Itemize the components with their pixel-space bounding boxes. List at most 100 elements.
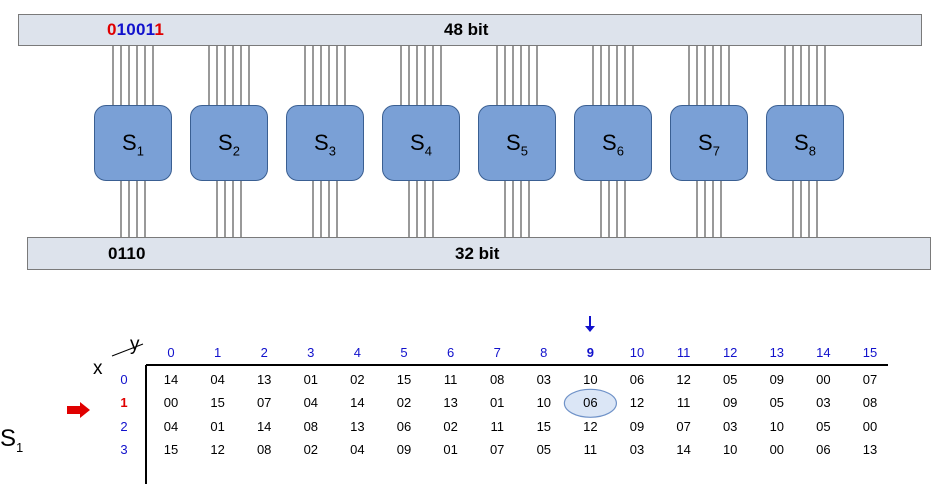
column-header: 4 [353, 345, 361, 360]
column-marker-arrow [585, 316, 595, 332]
bit-outer-last: 1 [154, 20, 164, 39]
table-cell: 15 [210, 395, 225, 411]
input-bus-48: 010011 48 bit [18, 14, 922, 46]
row-marker-arrow [67, 402, 90, 418]
table-cell: 08 [303, 418, 319, 434]
table-cell: 03 [816, 395, 831, 411]
table-cell: 08 [256, 441, 272, 457]
output-bus-32: 0110 32 bit [27, 237, 931, 270]
column-header: 5 [400, 345, 408, 360]
table-cell: 00 [862, 418, 878, 434]
bit-inner: 1001 [116, 20, 155, 39]
table-cell: 10 [583, 372, 598, 387]
column-header: 15 [862, 345, 878, 360]
table-graphics [67, 316, 888, 484]
selected-cell: 06 [583, 395, 598, 411]
table-cell: 11 [443, 372, 458, 387]
row-axis-label: x [93, 358, 103, 379]
table-cell: 09 [769, 372, 785, 387]
column-header: 7 [493, 345, 501, 360]
column-header: 11 [676, 345, 691, 360]
table-cell: 01 [489, 395, 505, 411]
sbox-2: S2 [190, 105, 268, 181]
table-cell: 00 [769, 441, 785, 457]
column-header: 8 [540, 345, 548, 360]
corner-diagonal [111, 343, 144, 357]
table-cell: 13 [443, 395, 458, 411]
table-cell: 11 [490, 418, 504, 434]
table-cell: 07 [489, 441, 505, 457]
bus-wires [112, 46, 826, 237]
table-cell: 09 [722, 395, 738, 411]
table-cell: 03 [629, 441, 645, 457]
table-cell: 15 [396, 372, 412, 387]
table-cell: 02 [350, 372, 365, 387]
table-cell: 08 [862, 395, 878, 411]
sbox-label: S5 [506, 130, 528, 159]
table-cell: 14 [676, 441, 691, 457]
table-cell: 09 [629, 418, 645, 434]
table-cell: 13 [350, 418, 365, 434]
table-cell: 02 [396, 395, 412, 411]
table-cell: 10 [769, 418, 785, 434]
sbox-7: S7 [670, 105, 748, 181]
table-cell: 07 [676, 418, 691, 434]
table-cell: 06 [816, 441, 831, 457]
column-header: 13 [769, 345, 785, 360]
column-header: 10 [629, 345, 645, 360]
table-cell: 10 [722, 441, 738, 457]
sbox-label: S3 [314, 130, 336, 159]
sbox-label: S8 [794, 130, 816, 159]
table-cell: 04 [303, 395, 319, 411]
sbox-label: S6 [602, 130, 624, 159]
sbox-6: S6 [574, 105, 652, 181]
table-cell: 11 [676, 395, 691, 411]
table-cell: 07 [256, 395, 272, 411]
input-bus-label: 48 bit [444, 20, 489, 39]
output-bits: 0110 [108, 244, 146, 263]
table-cell: 00 [816, 372, 831, 387]
table-cell: 01 [303, 372, 319, 387]
sbox-label: S4 [410, 130, 432, 159]
sbox-3: S3 [286, 105, 364, 181]
table-cell: 12 [676, 372, 691, 387]
table-title: S1 [0, 425, 24, 455]
table-cell: 02 [443, 418, 458, 434]
column-header: 2 [260, 345, 268, 360]
table-cell: 06 [396, 418, 412, 434]
column-header: 6 [446, 345, 455, 360]
table-cell: 14 [350, 395, 365, 411]
row-header: 1 [120, 395, 128, 411]
row-header: 2 [120, 418, 128, 434]
col-axis-label: y [130, 334, 140, 355]
table-cell: 04 [210, 372, 225, 387]
bit-outer-first: 0 [107, 20, 117, 39]
table-cell: 00 [163, 395, 179, 411]
column-header: 1 [213, 345, 222, 360]
table-cell: 10 [536, 395, 552, 411]
table-cell: 01 [210, 418, 225, 434]
table-cell: 01 [443, 441, 458, 457]
table-cell: 03 [722, 418, 738, 434]
table-cell: 14 [256, 418, 272, 434]
table-cell: 03 [536, 372, 552, 387]
sbox-1: S1 [94, 105, 172, 181]
table-cell: 04 [163, 418, 179, 434]
table-cell: 15 [536, 418, 552, 434]
sbox-label: S7 [698, 130, 720, 159]
column-header: 0 [167, 345, 175, 360]
input-bits: 010011 [107, 20, 164, 40]
column-header: 12 [722, 345, 738, 360]
table-cell: 05 [722, 372, 738, 387]
table-cell: 14 [163, 372, 179, 387]
sbox-label: S2 [218, 130, 240, 159]
table-cell: 04 [350, 441, 365, 457]
table-cell: 07 [862, 372, 878, 387]
table-cell: 12 [210, 441, 225, 457]
column-header: 9 [586, 345, 594, 360]
table-cell: 05 [816, 418, 831, 434]
table-cell: 06 [629, 372, 645, 387]
sbox-5: S5 [478, 105, 556, 181]
column-header: 14 [816, 345, 831, 360]
table-cell: 15 [163, 441, 179, 457]
